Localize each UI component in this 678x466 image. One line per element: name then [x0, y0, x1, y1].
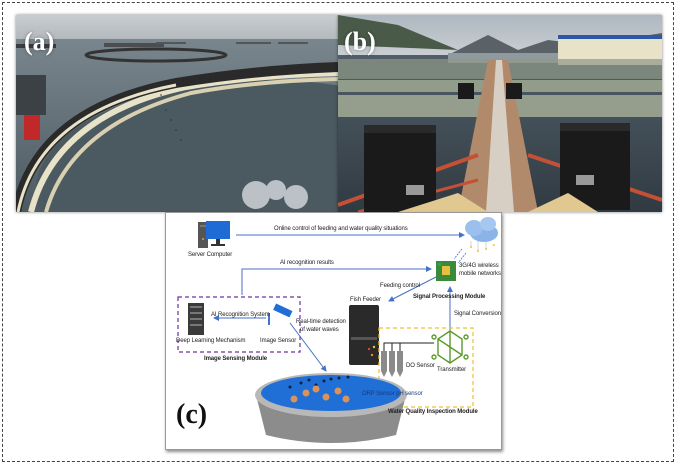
wireless-label: 3G/4G wireless [459, 263, 499, 269]
realtime-detection-label-2: of water waves [300, 327, 339, 333]
orp-ph-sensor-label: ORP Sensor pH sensor [362, 391, 423, 397]
transmitter-icon [431, 330, 469, 364]
image-sensor-label: Image Sensor [260, 338, 297, 344]
cloud-icon [465, 217, 498, 252]
system-diagram-panel-c: Server Computer Online control of feedin… [165, 212, 502, 450]
signal-processing-module-label: Signal Processing Module [413, 294, 486, 300]
server-rack-icon [188, 303, 204, 335]
image-sensor-camera-icon [268, 303, 293, 325]
photo-panel-b: (b) [338, 15, 662, 212]
server-computer-label: Server Computer [188, 252, 233, 258]
fish-cage-photo [16, 15, 338, 212]
realtime-detection-label: Real-time detection [296, 319, 346, 325]
signal-conversion-label: Signal Conversion [454, 311, 501, 317]
image-sensing-module-label: Image Sensing Module [204, 356, 268, 362]
online-control-label: Online control of feeding and water qual… [274, 226, 408, 232]
ai-recognition-system-label: AI Recognition System [211, 312, 270, 318]
wireless-label-2: mobile networks [459, 271, 501, 277]
image-sensing-module-box [177, 296, 301, 353]
feeding-control-label: Feeding control [380, 283, 420, 289]
photo-panel-a: (a) [16, 15, 338, 212]
panel-label-b: (b) [344, 27, 376, 56]
figure-frame [2, 2, 674, 462]
diagram-graphics [177, 217, 498, 443]
feeder-walkway-photo [338, 15, 662, 212]
water-quality-module-box [378, 327, 474, 408]
signal-processing-board-icon [436, 261, 456, 281]
panel-label-c: (c) [176, 399, 208, 430]
server-computer-icon [198, 221, 230, 248]
deep-learning-label: Deep Learning Mechanism [176, 338, 246, 344]
water-sensor-probes-icon [381, 351, 403, 377]
panel-label-a: (a) [24, 27, 55, 56]
fish-pond-icon [255, 373, 407, 443]
ai-recognition-results-label: AI recognition results [280, 260, 334, 266]
fish-feeder-icon [349, 305, 379, 365]
water-quality-module-label: Water Quality Inspection Module [388, 409, 478, 415]
fish-feeder-label: Fish Feeder [350, 297, 381, 303]
transmitter-label: Transmitter [437, 367, 467, 373]
do-sensor-label: DO Sensor [406, 363, 435, 369]
